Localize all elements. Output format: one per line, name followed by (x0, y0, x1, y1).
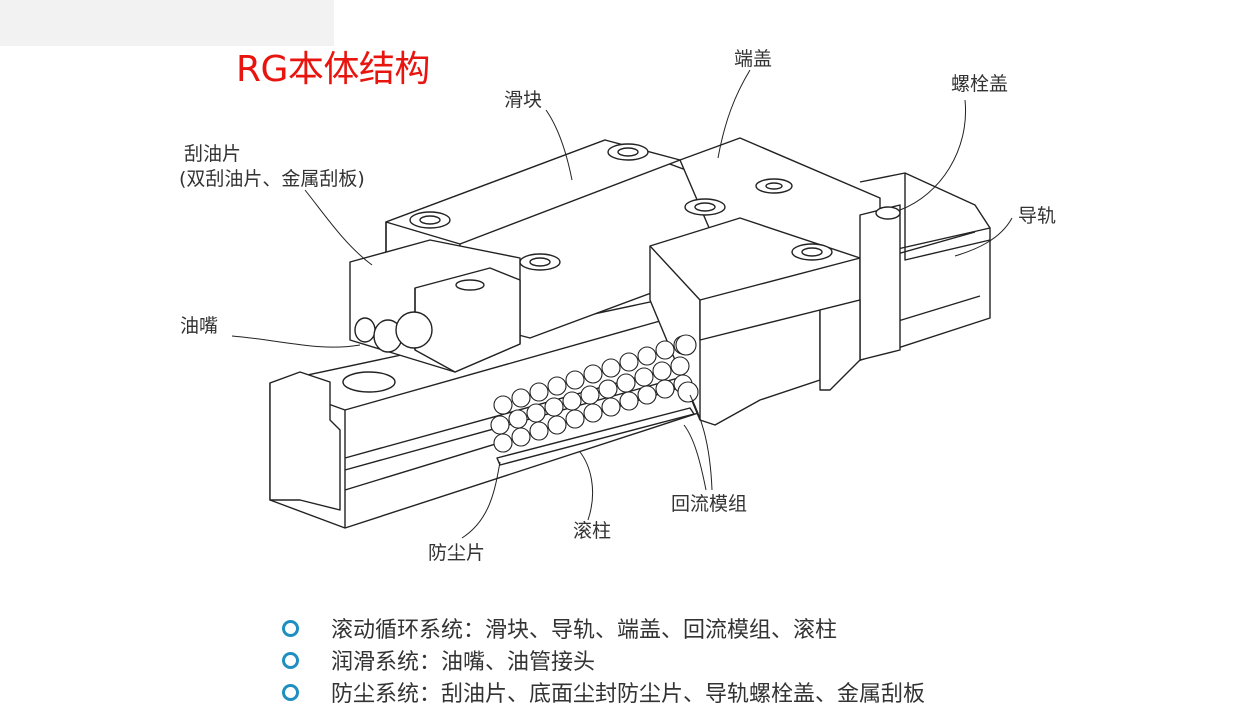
roller-chain (490, 334, 699, 453)
bullet-text: 滚动循环系统：滑块、导轨、端盖、回流模组、滚柱 (331, 618, 838, 643)
corner-tab (0, 0, 334, 46)
bullet-ring-icon (282, 619, 299, 637)
label-scraper-detail: (双刮油片、金属刮板) (179, 168, 365, 190)
list-item: 防尘系统：刮油片、底面尘封防尘片、导轨螺栓盖、金属刮板 (282, 676, 925, 708)
page-title: RG本体结构 (236, 49, 430, 90)
label-scraper: 刮油片 (184, 143, 242, 165)
bullet-list: 滚动循环系统：滑块、导轨、端盖、回流模组、滚柱 润滑系统：油嘴、油管接头 防尘系… (282, 612, 925, 708)
bullet-ring-icon (282, 651, 299, 669)
list-item: 滚动循环系统：滑块、导轨、端盖、回流模组、滚柱 (282, 612, 925, 644)
bullet-ring-icon (282, 683, 299, 701)
list-item: 润滑系统：油嘴、油管接头 (282, 644, 925, 676)
label-grease-nipple: 油嘴 (180, 315, 219, 337)
label-slider: 滑块 (504, 89, 543, 111)
label-end-cap: 端盖 (734, 48, 773, 70)
grease-nipple-drawing (354, 311, 433, 353)
bullet-text: 润滑系统：油嘴、油管接头 (331, 650, 596, 675)
label-dust-strip: 防尘片 (428, 542, 486, 564)
bullet-text: 防尘系统：刮油片、底面尘封防尘片、导轨螺栓盖、金属刮板 (331, 682, 926, 707)
leader-lines (231, 69, 1013, 539)
label-rail: 导轨 (1018, 205, 1057, 227)
scraper-drawing (349, 239, 521, 373)
dust-strip (496, 407, 695, 466)
bolt-holes (409, 143, 901, 271)
label-roller: 滚柱 (573, 520, 612, 542)
label-bolt-cap: 螺栓盖 (951, 73, 1009, 95)
label-recirculation: 回流模组 (671, 493, 748, 515)
